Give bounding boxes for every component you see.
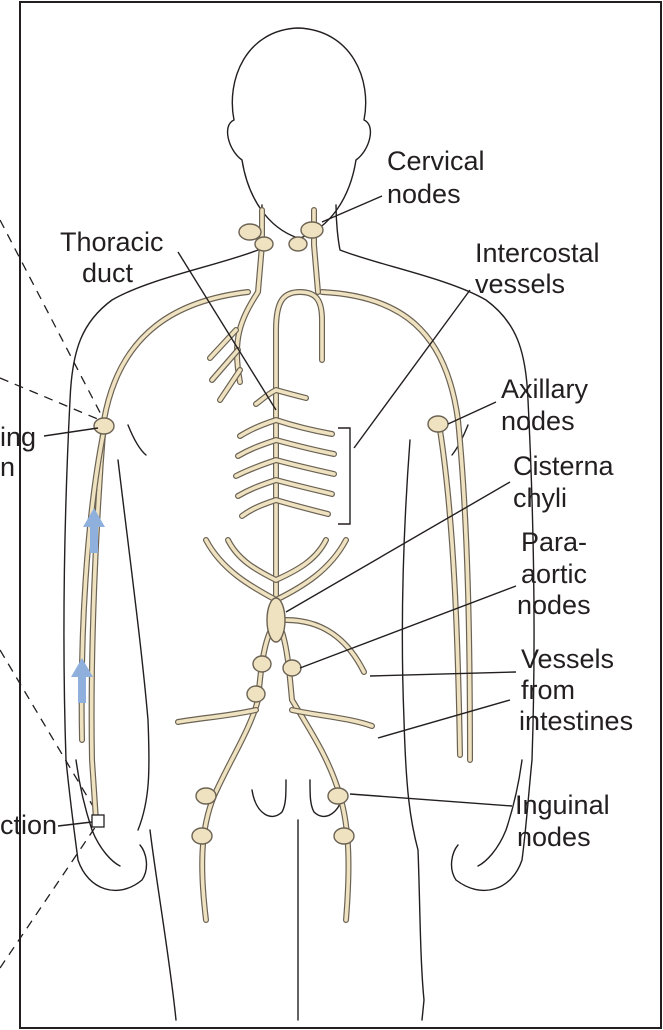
label-axillary-line2: nodes (501, 406, 575, 436)
inguinal-node (196, 788, 216, 804)
label-cut-left-line2: n (0, 452, 15, 482)
leader-lines (44, 196, 516, 826)
label-paraaortic-line3: nodes (517, 590, 591, 620)
section-marker (92, 815, 104, 827)
label-cut-left-line3: ction (0, 810, 57, 840)
label-inguinal-line2: nodes (517, 822, 591, 852)
cervical-node (255, 237, 273, 251)
right-arm-vessel (322, 292, 470, 760)
lymph-vessels (82, 210, 470, 920)
label-paraaortic-line1: Para- (521, 527, 587, 557)
label-inguinal-line1: Inguinal (515, 790, 610, 820)
inguinal-node (192, 828, 212, 844)
axillary-node (428, 416, 448, 432)
pelvic-vessels (178, 632, 372, 920)
label-intercostal-line2: vessels (475, 269, 565, 299)
paraaortic-node (247, 686, 265, 702)
zoom-lines (0, 220, 106, 968)
cisterna-chyli-node (267, 598, 285, 642)
label-cervical-line2: nodes (387, 179, 461, 209)
inguinal-node (334, 828, 354, 844)
paraaortic-node (253, 656, 271, 672)
cervical-node (239, 224, 261, 240)
label-intercostal-line1: Intercostal (475, 238, 600, 268)
label-paraaortic-line2: aortic (521, 559, 587, 589)
intercostal-branches (236, 390, 334, 516)
label-thoracic-line2: duct (82, 258, 134, 288)
figure-frame (20, 2, 661, 1028)
cervical-node (289, 237, 307, 251)
label-intestines-line2: from (521, 675, 575, 705)
axillary-node (94, 418, 114, 434)
label-intestines-line1: Vessels (521, 644, 614, 674)
label-cut-left-line1: ing (0, 422, 36, 452)
label-cisterna-line1: Cisterna (513, 451, 615, 481)
cervical-node (301, 222, 323, 238)
paraaortic-node (283, 660, 301, 676)
label-intestines-line3: intestines (519, 706, 633, 736)
label-cisterna-line2: chyli (513, 483, 567, 513)
label-thoracic-line1: Thoracic (60, 227, 164, 257)
inguinal-node (328, 788, 348, 804)
lymph-nodes (94, 222, 448, 844)
label-cervical-line1: Cervical (387, 146, 485, 176)
label-axillary-line1: Axillary (501, 374, 589, 404)
